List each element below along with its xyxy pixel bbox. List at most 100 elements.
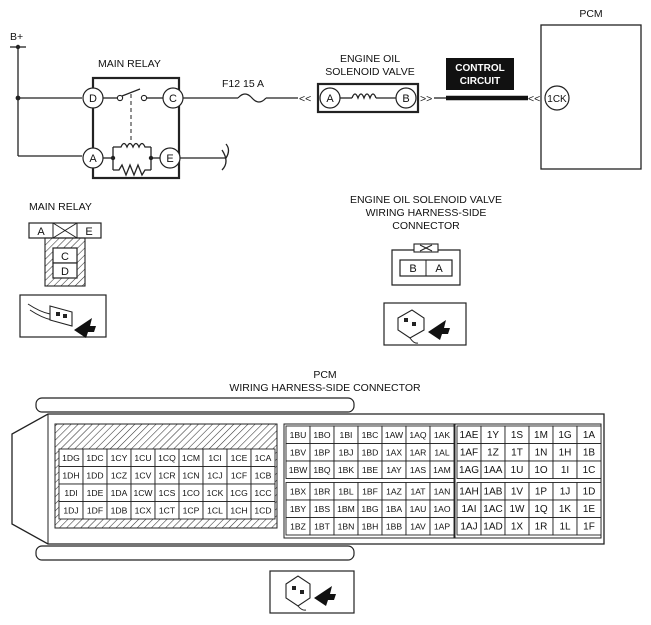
pcm-pin-label: 1R bbox=[535, 521, 548, 532]
pcm-pin-label: 1BQ bbox=[313, 465, 331, 475]
pcm-pin-label: 1BI bbox=[340, 430, 353, 440]
pcm-pin-label: 1BL bbox=[338, 486, 354, 496]
pcm-pin-label: 1BA bbox=[386, 504, 403, 514]
pcm-latch-top bbox=[35, 397, 355, 413]
pcm-pin-label: 1O bbox=[534, 465, 548, 476]
pcm-pin-label: 1CI bbox=[208, 453, 221, 463]
pcm-pin-label: 1BW bbox=[289, 465, 309, 475]
main-relay-label: MAIN RELAY bbox=[98, 58, 161, 70]
plug-arrow-icon bbox=[397, 309, 450, 344]
solenoid-connector-title-2: WIRING HARNESS-SIDE bbox=[366, 207, 487, 219]
pcm-pin-cell bbox=[576, 517, 602, 536]
pcm-pin-label: 1BP bbox=[314, 447, 331, 457]
supply-label: B+ bbox=[10, 31, 23, 43]
pcm-pin-label: 1A bbox=[583, 430, 596, 441]
pcm-pin-label: 1G bbox=[558, 430, 572, 441]
relay-connector-pin-d: D bbox=[61, 266, 69, 278]
pcm-pin-label: 1BK bbox=[338, 465, 355, 475]
pcm-pin-label: 1AE bbox=[460, 430, 479, 441]
pcm-pin-label: 1CP bbox=[183, 505, 200, 515]
pcm-pin-cell bbox=[429, 517, 455, 536]
solenoid-plug-frame bbox=[383, 302, 467, 346]
control-circuit-line2: CIRCUIT bbox=[460, 76, 501, 87]
pcm-pin-label: 1AV bbox=[410, 521, 426, 531]
control-circuit-line1: CONTROL bbox=[455, 63, 504, 74]
wire-relay-e-out bbox=[180, 143, 230, 159]
pcm-pin-label: 1B bbox=[583, 447, 596, 458]
solenoid-connector-pin-a: A bbox=[435, 263, 443, 275]
plug-arrow-icon bbox=[285, 575, 336, 611]
relay-connector-pin-c: C bbox=[61, 251, 69, 263]
pcm-pin-label: 1CB bbox=[255, 470, 272, 480]
pcm-pin-label: 1U bbox=[511, 465, 524, 476]
pcm-pin-1ck-label: 1CK bbox=[547, 94, 567, 105]
pcm-pin-label: 1AW bbox=[385, 430, 404, 440]
pcm-pin-label: 1F bbox=[583, 521, 595, 532]
pcm-pin-label: 1AO bbox=[433, 504, 451, 514]
pcm-pin-label: 1DG bbox=[62, 453, 80, 463]
pcm-pin-label: 1BU bbox=[290, 430, 307, 440]
relay-connector-pin-e: E bbox=[85, 226, 92, 238]
pcm-pin-label: 1CH bbox=[230, 505, 247, 515]
pcm-pin-label: 1BN bbox=[338, 521, 355, 531]
pcm-pin-label: 1W bbox=[510, 504, 526, 515]
solenoid-connector: ENGINE OIL SOLENOID VALVE WIRING HARNESS… bbox=[350, 194, 502, 346]
relay-coil-symbol bbox=[103, 142, 160, 177]
pcm-pin-label: 1DA bbox=[111, 488, 128, 498]
pcm-pin-label: 1CL bbox=[207, 505, 223, 515]
pcm-pin-label: 1AK bbox=[434, 430, 451, 440]
pcm-pin-label: 1AF bbox=[460, 447, 478, 458]
solenoid-connector-title-1: ENGINE OIL SOLENOID VALVE bbox=[350, 194, 502, 206]
solenoid-label-line1: ENGINE OIL bbox=[340, 53, 400, 65]
pcm-pin-label: 1AA bbox=[484, 465, 503, 476]
relay-switch-symbol bbox=[103, 88, 163, 140]
pcm-connector-title-1: PCM bbox=[313, 369, 336, 381]
pcm-pin-label: 1CZ bbox=[111, 470, 127, 480]
pcm-pin-label: 1BE bbox=[362, 465, 379, 475]
pcm-pin-label: 1BT bbox=[314, 521, 331, 531]
pcm-pin-label: 1X bbox=[511, 521, 524, 532]
pcm-pin-label: 1V bbox=[511, 486, 524, 497]
pcm-pin-label: 1BZ bbox=[290, 521, 306, 531]
pcm-pin-label: 1AN bbox=[434, 486, 451, 496]
pcm-label: PCM bbox=[579, 8, 602, 20]
pcm-pin-label: 1AM bbox=[433, 465, 451, 475]
relay-pin-e-label: E bbox=[166, 153, 173, 165]
main-relay-box bbox=[91, 76, 181, 180]
pcm-pin-label: 1CC bbox=[254, 488, 271, 498]
pcm-pin-label: 1AR bbox=[410, 447, 427, 457]
pcm-pin-label: 1AT bbox=[410, 486, 426, 496]
pcm-pin-label: 1AS bbox=[410, 465, 427, 475]
pcm-pin-label: 1N bbox=[535, 447, 548, 458]
wire-break-mark bbox=[221, 149, 227, 171]
pcm-pin-label: 1AH bbox=[459, 486, 478, 497]
pcm-pin-label: 1BB bbox=[386, 521, 403, 531]
pcm-pin-label: 1AU bbox=[410, 504, 427, 514]
pcm-pin-label: 1BC bbox=[362, 430, 379, 440]
relay-pin-a-label: A bbox=[89, 153, 97, 165]
pcm-pin-label: 1DB bbox=[111, 505, 128, 515]
pcm-pin-label: 1Q bbox=[534, 504, 548, 515]
pcm-pin-label: 1BJ bbox=[339, 447, 354, 457]
pcm-pin-label: 1AP bbox=[434, 521, 451, 531]
pcm-pin-label: 1C bbox=[583, 465, 596, 476]
pcm-pin-label: 1CS bbox=[159, 488, 176, 498]
pcm-pin-label: 1BV bbox=[290, 447, 307, 457]
pcm-plug-frame bbox=[269, 570, 355, 614]
pcm-pin-label: 1AG bbox=[459, 465, 479, 476]
pcm-pin-label: 1CK bbox=[207, 488, 224, 498]
pcm-pin-label: 1DF bbox=[87, 505, 103, 515]
main-relay-connector: MAIN RELAY A E C D bbox=[19, 201, 107, 338]
pcm-connector-title-2: WIRING HARNESS-SIDE CONNECTOR bbox=[229, 382, 421, 394]
pcm-pin-label: 1AD bbox=[483, 521, 502, 532]
pcm-pin-label: 1CA bbox=[255, 453, 272, 463]
pcm-pin-label: 1BO bbox=[313, 430, 331, 440]
pcm-pin-label: 1CR bbox=[158, 470, 175, 480]
pcm-pin-cell bbox=[576, 460, 602, 479]
relay-connector-pin-a: A bbox=[37, 226, 45, 238]
solenoid-label-line2: SOLENOID VALVE bbox=[325, 66, 414, 78]
pcm-pin-label: 1I bbox=[561, 465, 569, 476]
relay-pin-d-label: D bbox=[89, 93, 97, 105]
